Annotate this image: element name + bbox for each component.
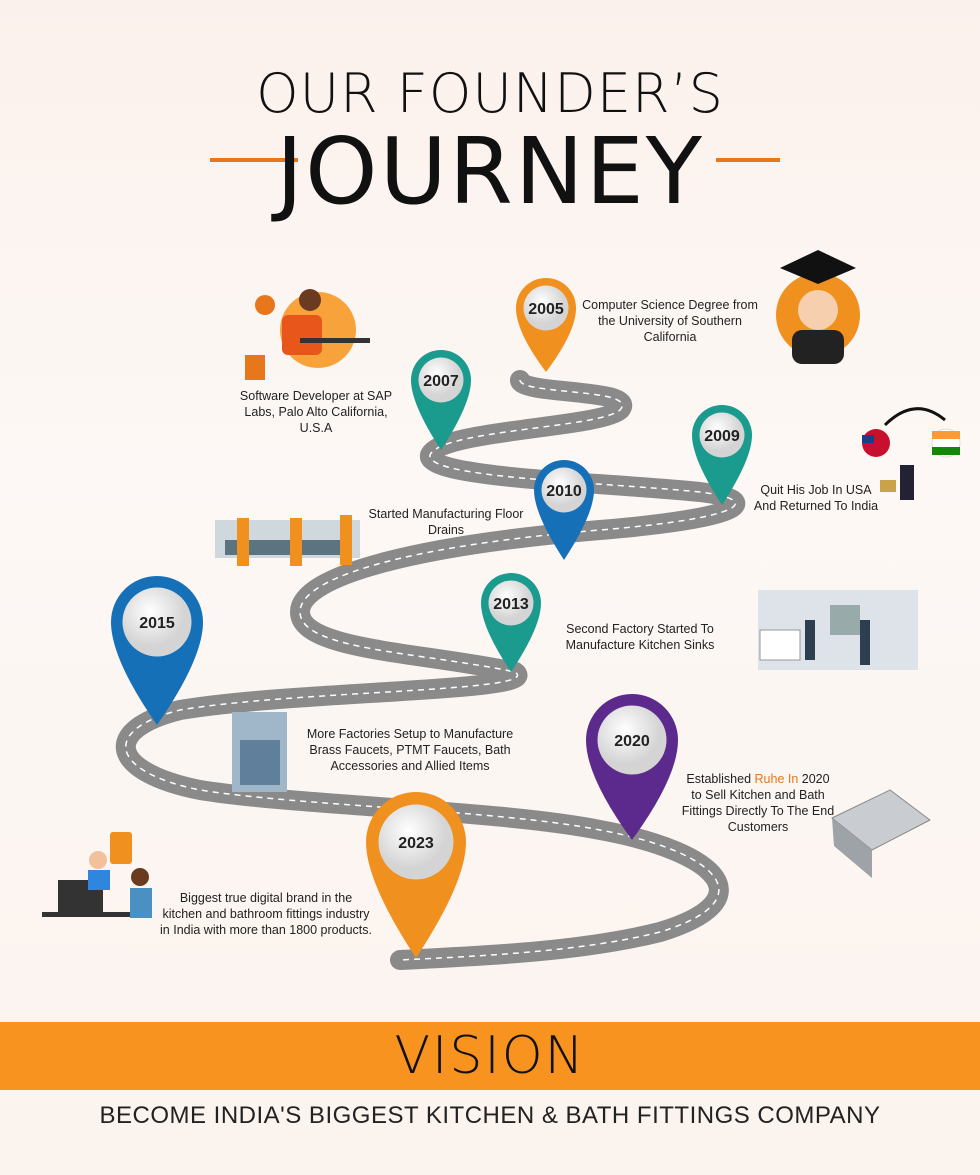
pin-disc — [418, 357, 464, 403]
pin-2007: 2007 — [411, 350, 471, 450]
industrial-plant-illustration — [232, 712, 287, 792]
pin-2005: 2005 — [516, 278, 576, 372]
milestone-2015-text: More Factories Setup to Manufacture Bras… — [306, 727, 514, 773]
milestone-2007-text: Software Developer at SAP Labs, Palo Alt… — [239, 389, 393, 435]
timeline-road-graphic: 2005 2007 2009 2010 2013 2015 2020 2023 — [42, 250, 961, 970]
brand-name: Ruhe In — [754, 772, 799, 786]
pin-disc — [699, 412, 745, 458]
milestone-2005-text: Computer Science Degree from the Univers… — [582, 298, 758, 344]
sink-factory-illustration — [758, 590, 918, 670]
factory-illustration — [215, 515, 360, 566]
pin-year-label: 2009 — [704, 428, 740, 445]
pin-2009: 2009 — [692, 405, 752, 505]
pin-disc — [122, 587, 192, 657]
milestone-2013-text: Second Factory Started To Manufacture Ki… — [565, 622, 715, 652]
developer-illustration — [245, 289, 370, 380]
pin-2023: 2023 — [366, 792, 466, 958]
title-line1: OUR FOUNDER’S — [256, 62, 724, 125]
pin-year-label: 2010 — [546, 483, 582, 500]
pin-2010: 2010 — [534, 460, 594, 560]
pin-disc — [523, 285, 569, 331]
pin-year-label: 2020 — [614, 733, 650, 750]
online-shopping-illustration — [42, 832, 152, 918]
pin-disc — [488, 580, 534, 626]
road-centerline — [125, 379, 736, 961]
pin-year-label: 2013 — [493, 596, 529, 613]
pin-2013: 2013 — [481, 573, 541, 672]
pin-disc — [597, 705, 667, 775]
pin-2020: 2020 — [586, 694, 678, 840]
pin-disc — [378, 804, 454, 880]
vision-heading: VISION — [0, 1022, 980, 1090]
flags-illustration — [862, 407, 961, 500]
vision-statement: BECOME INDIA'S BIGGEST KITCHEN & BATH FI… — [99, 1102, 881, 1129]
pin-disc — [541, 467, 587, 513]
title-divider-left — [210, 158, 298, 162]
milestone-2009-text: Quit His Job In USA And Returned To Indi… — [753, 483, 879, 513]
title-divider-right — [716, 158, 780, 162]
milestone-2023-text: Biggest true digital brand in the kitche… — [160, 891, 372, 937]
graduate-illustration — [776, 250, 860, 364]
milestone-2010-text: Started Manufacturing Floor Drains — [368, 507, 524, 537]
pin-year-label: 2023 — [398, 835, 434, 852]
title-line2: JOURNEY — [276, 118, 704, 225]
kitchen-sink-illustration — [831, 789, 931, 878]
pin-year-label: 2015 — [139, 615, 175, 632]
pin-year-label: 2005 — [528, 301, 564, 318]
milestone-2020-text: Established Ruhe In 2020 to Sell Kitchen… — [681, 772, 835, 834]
pin-2015: 2015 — [111, 576, 203, 725]
pin-year-label: 2007 — [423, 373, 459, 390]
